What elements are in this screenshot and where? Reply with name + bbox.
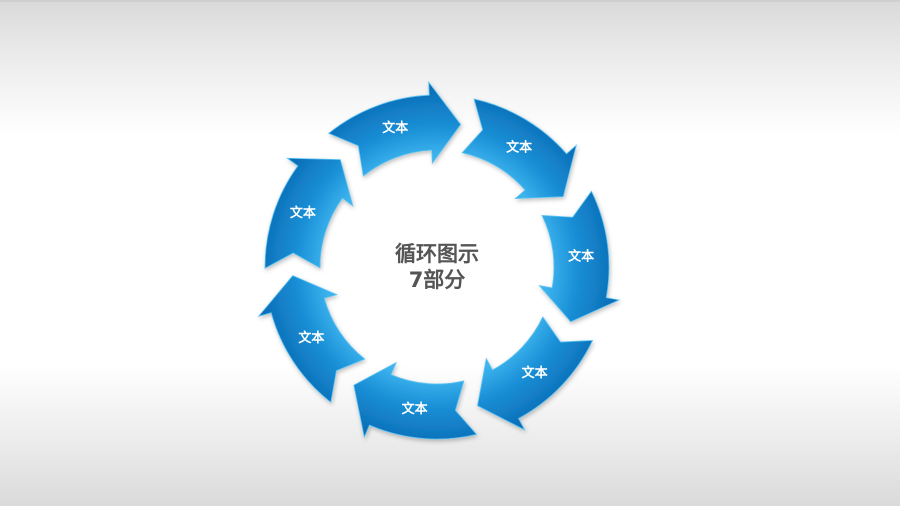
- segment-label-6: 文本: [298, 330, 324, 346]
- cycle-arrow-segment-7: [264, 157, 354, 269]
- cycle-arrow-segment-4: [477, 316, 594, 431]
- cycle-arrow-segment-1: [327, 80, 462, 177]
- segment-label-5: 文本: [402, 401, 428, 417]
- cycle-arrow-segment-5: [353, 361, 478, 440]
- center-title-line2: 7部分: [408, 268, 466, 292]
- segment-label-1: 文本: [382, 120, 408, 136]
- cycle-arrow-segment-3: [538, 190, 621, 323]
- top-border-line: [0, 0, 900, 2]
- segment-label-3: 文本: [568, 249, 594, 265]
- segment-label-2: 文本: [506, 140, 532, 156]
- center-title-line1: 循环图示: [395, 242, 479, 266]
- cycle-arrow-segment-6: [257, 275, 366, 403]
- cycle-arrow-segment-2: [461, 98, 578, 200]
- segment-label-7: 文本: [290, 205, 316, 221]
- segment-label-4: 文本: [522, 365, 548, 381]
